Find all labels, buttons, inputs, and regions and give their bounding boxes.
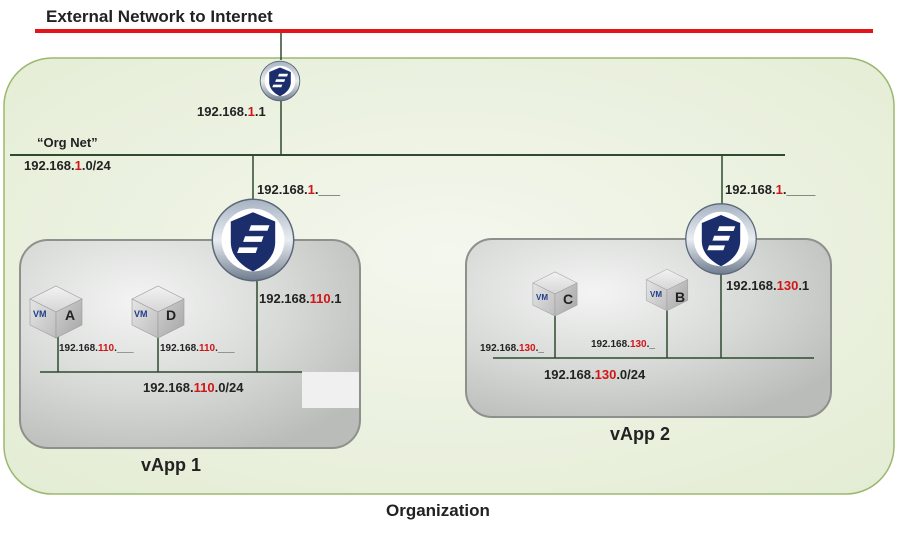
- vapp1-firewall-outside-ip: 192.168.1.___: [257, 182, 341, 197]
- vapp2-firewall-inside-ip: 192.168.130.1: [726, 278, 810, 293]
- vapp1-subnet: 192.168.110.0/24: [143, 380, 244, 395]
- vapp1-firewall-icon: [211, 198, 295, 282]
- edge-firewall-ip: 192.168.1.1: [197, 104, 266, 119]
- vm-b-letter: B: [675, 289, 686, 305]
- vm-c-letter: C: [563, 291, 574, 307]
- edge-firewall-icon: [259, 60, 301, 102]
- vapp1-notch: [302, 372, 359, 408]
- vapp2-firewall-outside-ip: 192.168.1.____: [725, 182, 816, 197]
- vm-a-icon: [29, 285, 83, 339]
- vm-d-icon: [131, 285, 185, 339]
- external-network-label: External Network to Internet: [46, 7, 273, 26]
- org-net-name: “Org Net”: [37, 135, 98, 150]
- vm-b-icon: [645, 268, 689, 312]
- vapp1-container: [19, 239, 361, 449]
- vm-d-badge: VM: [134, 309, 148, 319]
- organization-label: Organization: [386, 501, 490, 520]
- vapp2-name: vApp 2: [610, 424, 671, 444]
- vm-c-icon: [532, 271, 578, 317]
- vm-c-badge: VM: [536, 293, 548, 302]
- vapp2-container: [465, 238, 832, 418]
- vm-a-ip: 192.168.110.___: [59, 343, 134, 354]
- vm-d-ip: 192.168.110.___: [160, 343, 235, 354]
- vapp2-firewall-icon: [685, 203, 757, 275]
- vm-b-badge: VM: [650, 290, 662, 299]
- vm-d-letter: D: [166, 307, 177, 323]
- vapp1-name: vApp 1: [141, 455, 202, 475]
- vm-a-letter: A: [65, 307, 76, 323]
- vm-a-badge: VM: [33, 309, 47, 319]
- vm-c-ip: 192.168.130._: [480, 343, 544, 354]
- vapp2-subnet: 192.168.130.0/24: [544, 367, 646, 382]
- vapp1-firewall-inside-ip: 192.168.110.1: [259, 291, 342, 306]
- org-net-subnet: 192.168.1.0/24: [24, 158, 111, 173]
- vm-b-ip: 192.168.130._: [591, 339, 655, 350]
